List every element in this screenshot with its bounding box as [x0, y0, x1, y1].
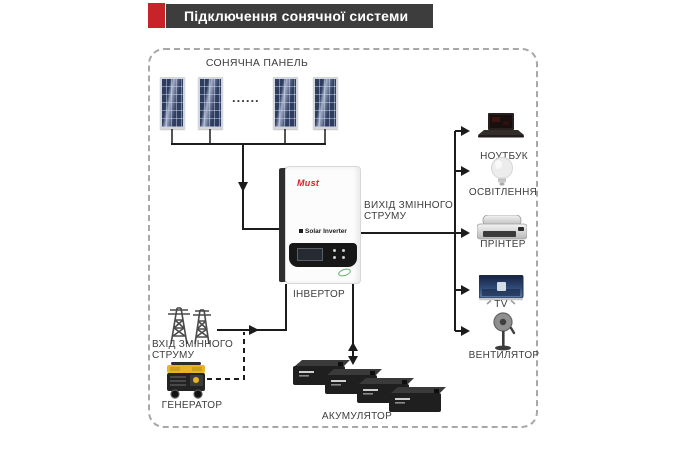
device-label-fan: ВЕНТИЛЯТОР: [468, 350, 540, 361]
battery-label: АКУМУЛЯТОР: [321, 411, 393, 422]
generator-label: ГЕНЕРАТОР: [161, 400, 223, 411]
fan-icon: [493, 312, 516, 351]
inverter-brand-logo: Must: [297, 178, 320, 188]
ac-input-label: ВХІД ЗМІННОГО СТРУМУ: [152, 339, 234, 361]
ac-output-label: ВИХІД ЗМІННОГО СТРУМУ: [364, 200, 454, 222]
inverter-button: [342, 256, 345, 259]
device-label-lighting: ОСВІТЛЕННЯ: [468, 187, 538, 198]
laptop-icon: [478, 113, 524, 138]
lightbulb-icon: [491, 157, 513, 186]
inverter-body: Must Solar Inverter: [285, 166, 361, 284]
grid-logo-icon: [299, 229, 304, 233]
panel-ellipsis: ......: [232, 90, 260, 105]
inverter-button: [333, 256, 336, 259]
inverter-product-text: Solar Inverter: [286, 228, 360, 235]
tv-icon: [479, 275, 524, 305]
inverter-lcd-screen: [297, 248, 323, 261]
power-grid-icon: [168, 307, 211, 345]
title-accent-block: [148, 3, 165, 28]
page-title: Підключення сонячної системи: [166, 4, 433, 28]
solar-panel-label: СОНЯЧНА ПАНЕЛЬ: [205, 57, 309, 69]
inverter-button: [342, 249, 345, 252]
device-label-laptop: НОУТБУК: [480, 151, 528, 162]
device-label-printer: ПРІНТЕР: [480, 239, 526, 250]
generator-icon: [167, 362, 205, 399]
solar-panel-icon: [313, 77, 338, 129]
diagram-frame: [148, 48, 538, 428]
solar-panel-icon: [160, 77, 185, 129]
inverter-icon: Must Solar Inverter: [279, 166, 361, 284]
battery-icon: [389, 387, 446, 412]
inverter-button: [333, 249, 336, 252]
printer-icon: [477, 215, 527, 240]
inverter-control-panel: [289, 243, 357, 267]
inverter-label: ІНВЕРТОР: [292, 289, 346, 300]
eco-leaf-icon: [337, 267, 352, 278]
solar-panel-icon: [273, 77, 298, 129]
solar-panel-icon: [198, 77, 223, 129]
device-label-tv: TV: [494, 299, 508, 310]
